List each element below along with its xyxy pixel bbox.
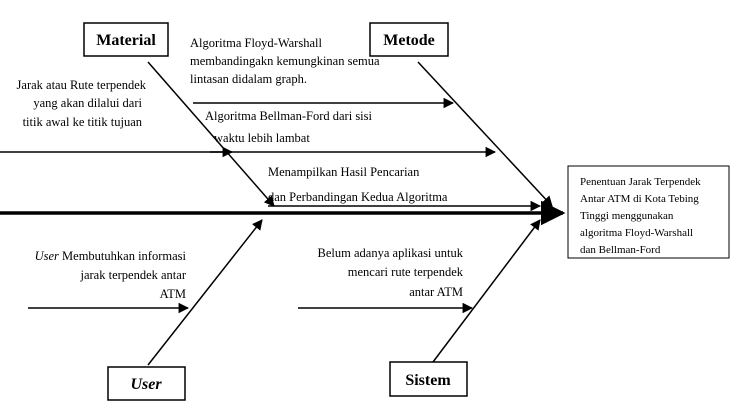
cause-text-line: Belum adanya aplikasi untuk xyxy=(318,246,464,260)
bone-metode xyxy=(417,61,553,207)
category-material-box: Material xyxy=(83,22,169,57)
cause-text-line: lintasan didalam graph. xyxy=(190,72,307,86)
cause-metode-2: Algoritma Bellman-Ford dari sisi waktu l… xyxy=(205,109,373,145)
category-sistem-label: Sistem xyxy=(405,372,451,389)
effect-line: dan Bellman-Ford xyxy=(580,244,661,256)
cause-sistem-1: Belum adanya aplikasi untuk mencari rute… xyxy=(318,246,464,299)
cause-text-line: jarak terpendek antar xyxy=(80,268,187,282)
effect-line: algoritma Floyd-Warshall xyxy=(580,227,693,239)
cause-metode-3: Menampilkan Hasil Pencarian dan Perbandi… xyxy=(268,165,448,204)
cause-material-1: Jarak atau Rute terpendek yang akan dila… xyxy=(17,78,147,129)
cause-text-line: Jarak atau Rute terpendek xyxy=(17,78,147,92)
cause-text-line: mencari rute terpendek xyxy=(348,265,464,279)
effect-line: Penentuan Jarak Terpendek xyxy=(580,176,701,188)
effect-line: Antar ATM di Kota Tebing xyxy=(580,193,699,205)
cause-text-line: yang akan dilalui dari xyxy=(33,96,142,110)
bone-sistem xyxy=(432,219,541,363)
bone-user xyxy=(147,219,263,366)
category-user-label: User xyxy=(130,376,162,393)
category-sistem-box: Sistem xyxy=(389,361,468,397)
cause-text-line: waktu lebih lambat xyxy=(214,131,310,145)
category-metode-label: Metode xyxy=(383,32,435,49)
cause-text-line: titik awal ke titik tujuan xyxy=(23,115,143,129)
cause-text-line: User Membutuhkan informasi xyxy=(35,249,187,263)
user-word: User xyxy=(35,249,59,263)
user-rest: Membutuhkan informasi xyxy=(59,249,187,263)
bone-material xyxy=(147,61,275,207)
category-metode-box: Metode xyxy=(369,22,449,57)
category-material-label: Material xyxy=(96,32,156,49)
cause-text-line: dan Perbandingan Kedua Algoritma xyxy=(268,190,448,204)
category-user-box: User xyxy=(107,366,186,401)
cause-text-line: membandingakn kemungkinan semua xyxy=(190,54,380,68)
cause-text-line: antar ATM xyxy=(409,285,463,299)
effect-line: Tinggi menggunakan xyxy=(580,210,674,222)
cause-text-line: Menampilkan Hasil Pencarian xyxy=(268,165,420,179)
cause-text-line: Algoritma Floyd-Warshall xyxy=(190,36,322,50)
cause-metode-1: Algoritma Floyd-Warshall membandingakn k… xyxy=(190,36,380,86)
effect-box: Penentuan Jarak Terpendek Antar ATM di K… xyxy=(567,165,730,259)
cause-user-1: User Membutuhkan informasi jarak terpend… xyxy=(35,249,187,301)
cause-text-line: ATM xyxy=(160,287,186,301)
cause-text-line: Algoritma Bellman-Ford dari sisi xyxy=(205,109,373,123)
